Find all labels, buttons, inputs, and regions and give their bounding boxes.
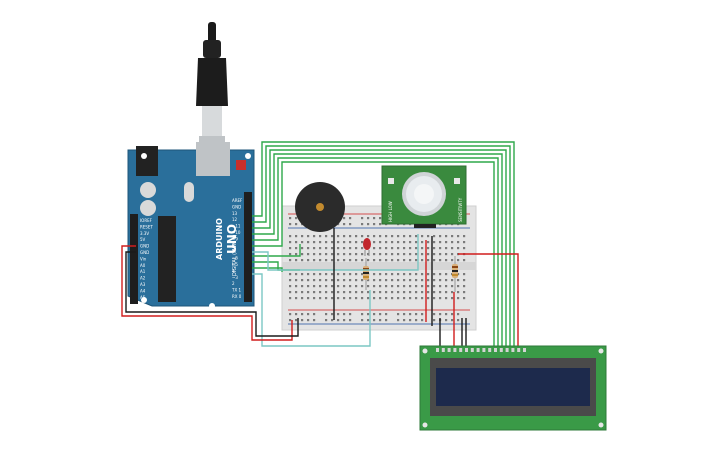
lcd-pin	[470, 348, 474, 352]
arduino-brand-label: ARDUINO	[215, 218, 224, 260]
power-pin-label: GND	[140, 250, 149, 255]
digital-pin-label: 12	[232, 217, 238, 222]
digital-pin-label: 8	[232, 243, 235, 248]
lcd-pin	[465, 348, 468, 352]
red-led	[363, 238, 371, 256]
power-pin-label: 5V	[140, 237, 146, 242]
pir-sensitivity-label: SENSITIVITY	[458, 197, 463, 222]
power-pin-label: 3.3V	[140, 231, 149, 236]
pir-sensor: HIGH LOW SENSITIVITY	[381, 165, 467, 228]
atmega-chip	[158, 216, 176, 302]
digital-pin-label: ~5	[232, 262, 238, 267]
digital-pin-label: ~3	[232, 275, 238, 280]
digital-pin-label: ~10	[232, 230, 241, 235]
lcd-pin	[505, 348, 509, 352]
wires	[121, 141, 519, 347]
lcd-pin	[517, 348, 521, 352]
digital-header	[244, 192, 252, 302]
power-pin-label: A3	[140, 282, 146, 287]
digital-pin-label: 4	[232, 268, 235, 273]
usb-port	[196, 142, 230, 176]
lcd-16x2-display	[419, 345, 607, 431]
power-pin-label: A0	[140, 263, 146, 268]
digital-pin-label: 2	[232, 281, 235, 286]
digital-pin-label: ~6	[232, 256, 238, 261]
digital-pin-label: ~11	[232, 224, 241, 229]
digital-pin-label: RX 0	[232, 294, 242, 299]
pir-mode-label: HIGH LOW	[388, 201, 393, 222]
lcd-pin	[523, 348, 526, 352]
resistor-lcd	[452, 256, 458, 292]
power-pin-label: IOREF	[140, 218, 153, 223]
power-analog-header	[130, 214, 138, 304]
arduino-uno-board: ARDUINO UNO DIGITAL (PWM~) AREFGND1312~1…	[127, 142, 255, 309]
power-pin-label: A2	[140, 276, 146, 281]
power-jack	[136, 146, 158, 176]
reset-button-icon	[236, 160, 246, 170]
digital-pin-label: TX 1	[231, 288, 241, 293]
power-pin-label: A5	[140, 295, 146, 300]
lcd-pin	[459, 348, 463, 352]
power-pin-label: RESET	[140, 224, 153, 229]
lcd-pin	[488, 348, 492, 352]
digital-pin-label: ~9	[232, 236, 238, 241]
power-pin-label: A1	[140, 269, 146, 274]
lcd-pin	[499, 348, 503, 352]
digital-pin-label: GND	[232, 204, 241, 209]
power-pin-label: A4	[140, 288, 146, 293]
lcd-screen	[436, 368, 590, 406]
lcd-pin	[441, 348, 445, 352]
digital-header-label: DIGITAL (PWM~)	[232, 234, 238, 276]
power-pin-label: GND	[140, 244, 149, 249]
lcd-pin	[453, 348, 457, 352]
lcd-pin	[511, 348, 515, 352]
power-pin-label: Vin	[140, 256, 147, 261]
digital-pin-label: 7	[232, 249, 235, 254]
lcd-pin	[494, 348, 497, 352]
lcd-pin	[436, 348, 439, 352]
lcd-pin	[482, 348, 486, 352]
arduino-model-label: UNO	[225, 224, 239, 254]
digital-pin-label: AREF	[232, 198, 243, 203]
lcd-pin	[476, 348, 480, 352]
lcd-pin	[447, 348, 451, 352]
piezo-buzzer	[295, 182, 345, 232]
digital-pin-label: 13	[232, 211, 238, 216]
